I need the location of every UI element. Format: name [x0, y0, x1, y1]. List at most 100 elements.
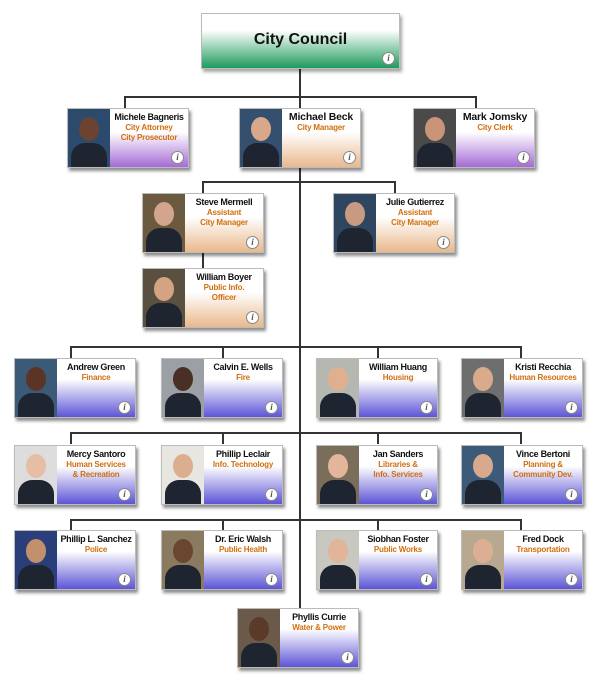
- person-title: City Prosecutor: [120, 133, 178, 142]
- person-photo: [15, 531, 57, 589]
- info-icon[interactable]: i: [265, 573, 278, 586]
- connector-line: [202, 181, 396, 183]
- connector-line: [70, 346, 72, 358]
- person-name: Andrew Green: [67, 362, 125, 372]
- person-name: Michele Bagneris: [114, 112, 184, 122]
- person-name: Mercy Santoro: [66, 449, 126, 459]
- person-title: Human Services: [66, 460, 126, 469]
- info-icon[interactable]: i: [382, 52, 395, 65]
- info-icon[interactable]: i: [420, 573, 433, 586]
- connector-line: [222, 346, 224, 358]
- person-photo: [162, 531, 204, 589]
- person-title: Public Works: [373, 545, 423, 554]
- person-name: Phillip L. Sanchez: [60, 534, 132, 544]
- info-icon[interactable]: i: [265, 488, 278, 501]
- connector-line: [222, 519, 224, 531]
- person-name: Calvin E. Wells: [213, 362, 273, 372]
- info-icon[interactable]: i: [341, 651, 354, 664]
- connector-line: [520, 432, 522, 444]
- connector-line: [70, 432, 72, 444]
- person-title: City Manager: [200, 218, 248, 227]
- person-title: Police: [84, 545, 108, 554]
- person-photo: [15, 446, 57, 504]
- connector-line: [520, 519, 522, 531]
- city-council-title: City Council: [253, 31, 348, 48]
- person-name: Dr. Eric Walsh: [215, 534, 271, 544]
- person-name: Michael Beck: [288, 111, 354, 123]
- info-icon[interactable]: i: [565, 573, 578, 586]
- info-icon[interactable]: i: [420, 401, 433, 414]
- info-icon[interactable]: i: [246, 236, 259, 249]
- person-name: Vince Bertoni: [516, 449, 570, 459]
- person-photo: [238, 609, 280, 667]
- person-photo: [143, 194, 185, 252]
- city-council-box[interactable]: City Council i: [201, 13, 400, 69]
- person-title: Public Health: [218, 545, 268, 554]
- info-icon[interactable]: i: [420, 488, 433, 501]
- person-photo: [334, 194, 376, 252]
- info-icon[interactable]: i: [265, 401, 278, 414]
- info-icon[interactable]: i: [118, 488, 131, 501]
- info-icon[interactable]: i: [171, 151, 184, 164]
- connector-line: [70, 519, 521, 521]
- person-title: City Manager: [391, 218, 439, 227]
- info-icon[interactable]: i: [118, 573, 131, 586]
- person-title: Housing: [382, 373, 414, 382]
- person-photo: [162, 359, 204, 417]
- person-photo: [68, 109, 110, 167]
- info-icon[interactable]: i: [565, 401, 578, 414]
- person-title: Finance: [81, 373, 111, 382]
- person-photo: [462, 531, 504, 589]
- info-icon[interactable]: i: [565, 488, 578, 501]
- person-title: Planning &: [523, 460, 563, 469]
- info-icon[interactable]: i: [343, 151, 356, 164]
- connector-line: [475, 96, 477, 108]
- person-title: City Manager: [297, 123, 345, 132]
- person-photo: [240, 109, 282, 167]
- person-name: Phillip Leclair: [215, 449, 271, 459]
- person-title: City Attorney: [125, 123, 173, 132]
- info-icon[interactable]: i: [517, 151, 530, 164]
- person-title: Info. Technology: [212, 460, 274, 469]
- person-name: Jan Sanders: [372, 449, 424, 459]
- connector-line: [124, 96, 476, 98]
- info-icon[interactable]: i: [118, 401, 131, 414]
- connector-line: [377, 432, 379, 444]
- person-name: William Boyer: [196, 272, 252, 282]
- person-title: Info. Services: [373, 470, 423, 479]
- person-title: & Recreation: [72, 470, 120, 479]
- person-photo: [317, 359, 359, 417]
- person-name: William Huang: [368, 362, 428, 372]
- person-title: Public Info.: [203, 283, 245, 292]
- person-name: Mark Jomsky: [462, 111, 528, 123]
- connector-line: [520, 346, 522, 358]
- connector-line: [70, 432, 521, 434]
- person-title: Fire: [236, 373, 250, 382]
- person-title: City Clerk: [477, 123, 513, 132]
- connector-line: [70, 519, 72, 531]
- connector-line: [299, 68, 301, 608]
- person-title: Transportation: [516, 545, 570, 554]
- info-icon[interactable]: i: [437, 236, 450, 249]
- info-icon[interactable]: i: [246, 311, 259, 324]
